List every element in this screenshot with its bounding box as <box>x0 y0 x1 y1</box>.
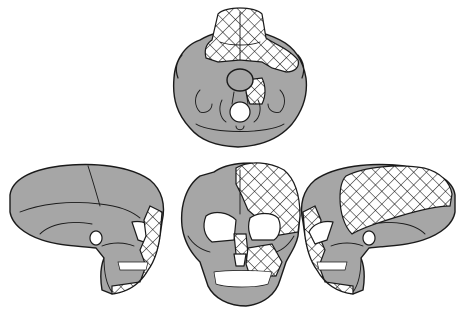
nasal-aperture <box>234 254 246 266</box>
foramen-magnum <box>230 102 250 122</box>
upper-teeth <box>118 262 148 270</box>
skull-lateral-left-view <box>302 165 456 294</box>
ear-canal <box>90 231 102 245</box>
skull-inferior-view <box>174 8 307 147</box>
ear-canal-left <box>363 231 375 245</box>
upper-teeth-left <box>317 262 347 270</box>
skull-lateral-right-view <box>10 165 164 294</box>
foramen-region <box>227 69 253 91</box>
dental-arch <box>214 271 272 288</box>
orbit-right <box>249 214 280 241</box>
orbit-left <box>204 213 236 242</box>
skull-anterior-view <box>182 163 300 306</box>
